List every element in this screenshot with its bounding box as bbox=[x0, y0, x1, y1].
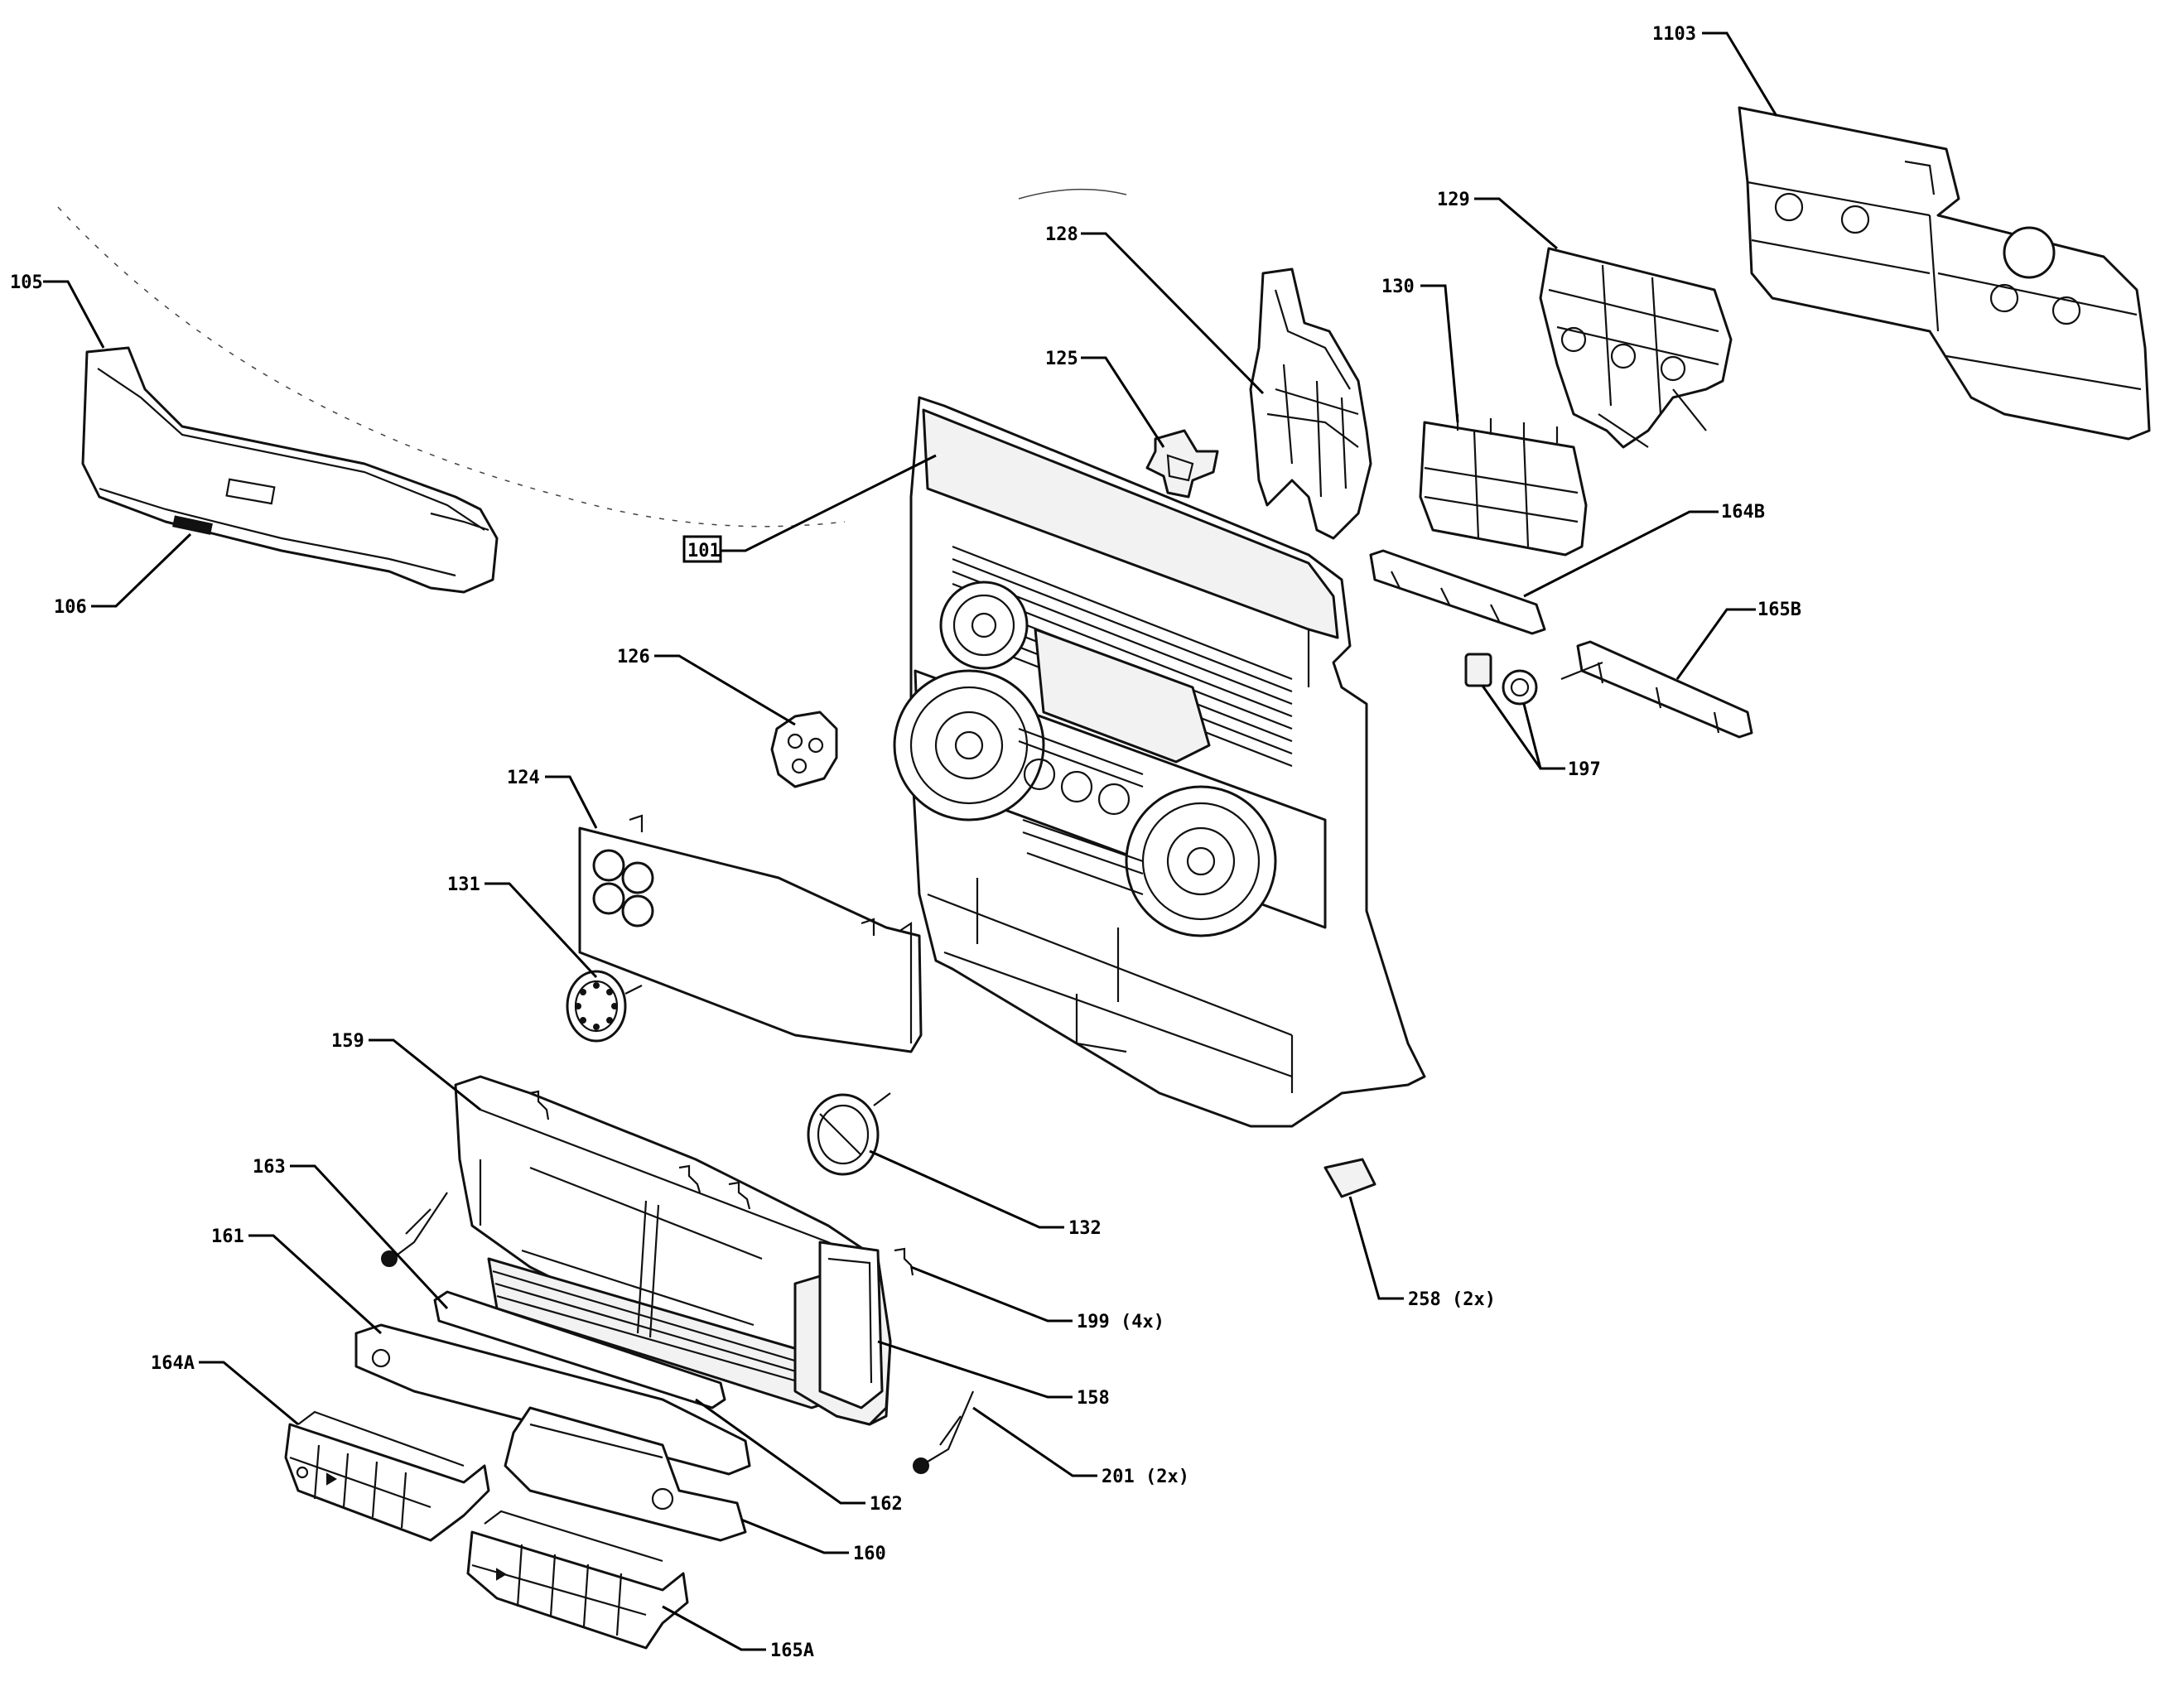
callout-105: 105 bbox=[10, 272, 43, 293]
part-162-strip bbox=[433, 1290, 726, 1409]
callout-124: 124 bbox=[507, 768, 540, 788]
part-258-pad bbox=[1323, 1158, 1376, 1198]
part-158-light-guide bbox=[818, 1241, 884, 1409]
callout-197: 197 bbox=[1568, 759, 1601, 780]
callout-106: 106 bbox=[54, 597, 87, 618]
background-guide-curves bbox=[57, 188, 1127, 528]
part-101-front-cabinet bbox=[893, 396, 1426, 1128]
part-131-knob bbox=[566, 970, 643, 1043]
part-160-lower-trim bbox=[504, 1406, 747, 1542]
callout-161: 161 bbox=[211, 1226, 244, 1247]
callout-158: 158 bbox=[1077, 1388, 1110, 1409]
callout-159: 159 bbox=[331, 1031, 364, 1052]
callout-163: 163 bbox=[253, 1157, 286, 1178]
part-165A-button-strip bbox=[466, 1510, 689, 1650]
part-129-switch-assembly bbox=[1539, 247, 1733, 449]
part-105-top-cover bbox=[81, 346, 499, 594]
part-201-spring bbox=[913, 1390, 975, 1474]
callout-132: 132 bbox=[1068, 1218, 1102, 1239]
callout-165B: 165B bbox=[1757, 600, 1801, 620]
part-163-spring bbox=[381, 1192, 448, 1267]
part-161-strip bbox=[354, 1323, 751, 1476]
part-128-switch-bracket bbox=[1249, 267, 1372, 540]
callout-160: 160 bbox=[853, 1544, 886, 1564]
part-164B-bar bbox=[1369, 549, 1546, 635]
part-199-springs bbox=[529, 1090, 914, 1276]
part-130-switch-block bbox=[1419, 414, 1588, 556]
callout-199: 199 (4x) bbox=[1077, 1312, 1164, 1332]
callout-165A: 165A bbox=[770, 1641, 814, 1661]
part-106-badge bbox=[172, 515, 213, 535]
callout-labels: 1103 129 128 130 125 105 101 106 164B 16… bbox=[10, 24, 1801, 1661]
leader-lines bbox=[43, 31, 1778, 1651]
part-164A-button-strip bbox=[284, 1410, 490, 1542]
part-125-bracket bbox=[1145, 429, 1219, 499]
callout-201: 201 (2x) bbox=[1102, 1467, 1189, 1487]
callout-129: 129 bbox=[1437, 190, 1470, 210]
callout-125: 125 bbox=[1045, 349, 1078, 369]
part-165B-bar bbox=[1560, 640, 1753, 739]
part-132-knob bbox=[807, 1092, 891, 1176]
callout-162: 162 bbox=[870, 1494, 903, 1515]
callout-258: 258 (2x) bbox=[1408, 1289, 1496, 1310]
part-197-knobs bbox=[1464, 653, 1538, 706]
callout-164B: 164B bbox=[1721, 502, 1765, 523]
part-124-panel bbox=[578, 814, 923, 1053]
callout-164A: 164A bbox=[151, 1353, 195, 1374]
callout-101: 101 bbox=[687, 541, 721, 561]
callout-126: 126 bbox=[617, 647, 650, 667]
callout-130: 130 bbox=[1381, 277, 1415, 297]
callout-128: 128 bbox=[1045, 224, 1078, 245]
part-1103-circuit-board bbox=[1738, 106, 2151, 441]
callout-131: 131 bbox=[447, 874, 480, 895]
part-126-knob-panel bbox=[770, 711, 838, 788]
callout-101-box bbox=[682, 535, 722, 563]
callout-1103: 1103 bbox=[1652, 24, 1696, 45]
